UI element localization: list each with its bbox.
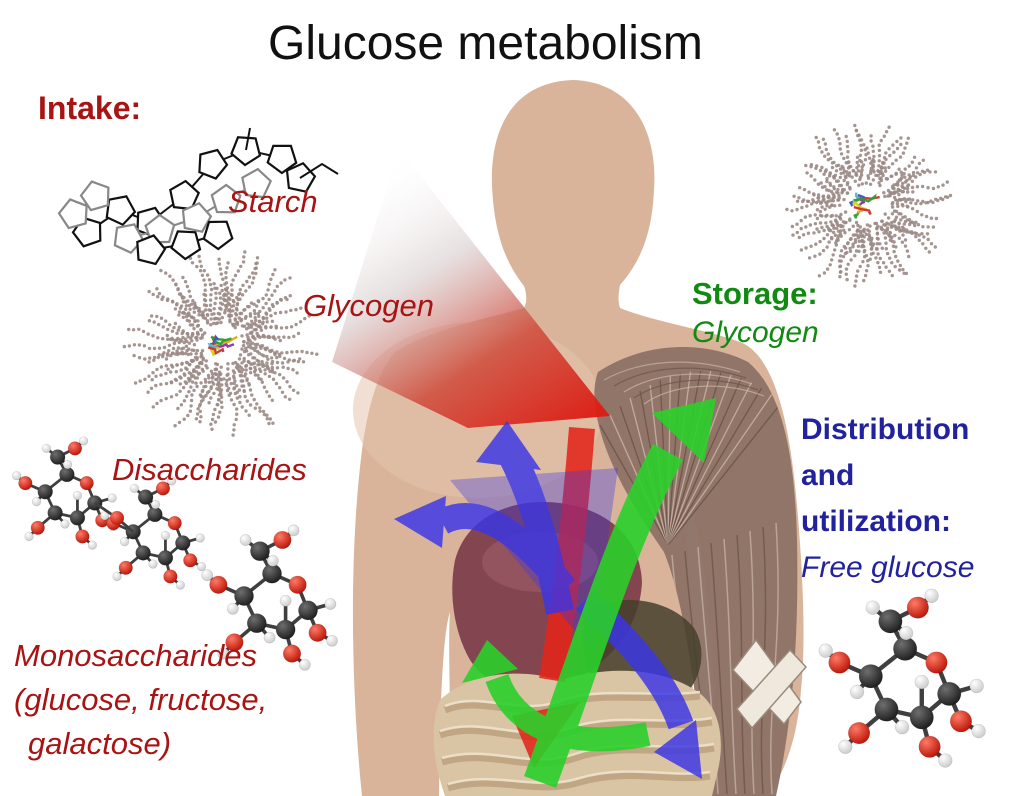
distribution-heading-line1: Distribution <box>801 413 970 446</box>
glucose-distribution-arrows <box>394 421 702 779</box>
distribution-heading-line3: utilization: <box>801 505 951 538</box>
monosaccharides-label-line2: (glucose, fructose, <box>14 682 268 717</box>
glycogen-granule-right <box>785 123 953 288</box>
glycogen-granule-left <box>122 250 319 437</box>
distribution-heading-line2: and <box>801 459 855 492</box>
starch-label: Starch <box>228 184 318 219</box>
food-intake-funnel <box>332 149 610 428</box>
glycogen-intake-label: Glycogen <box>303 288 434 323</box>
free-glucose-label: Free glucose <box>801 551 975 584</box>
storage-glycogen-label: Glycogen <box>692 316 819 349</box>
page-title: Glucose metabolism <box>268 17 703 70</box>
monosaccharide-molecule <box>201 524 338 671</box>
disaccharides-label: Disaccharides <box>112 452 307 487</box>
starch-structure <box>57 127 339 266</box>
free-glucose-molecule <box>818 588 986 768</box>
intake-heading: Intake: <box>38 90 142 126</box>
monosaccharides-label-line3: galactose) <box>28 726 172 761</box>
glycogen-storage-arrows <box>462 398 716 788</box>
disaccharide-molecule <box>12 436 207 590</box>
monosaccharides-label-line1: Monosaccharides <box>14 638 257 673</box>
storage-heading: Storage: <box>692 276 818 311</box>
elbow-tendon <box>732 638 808 730</box>
